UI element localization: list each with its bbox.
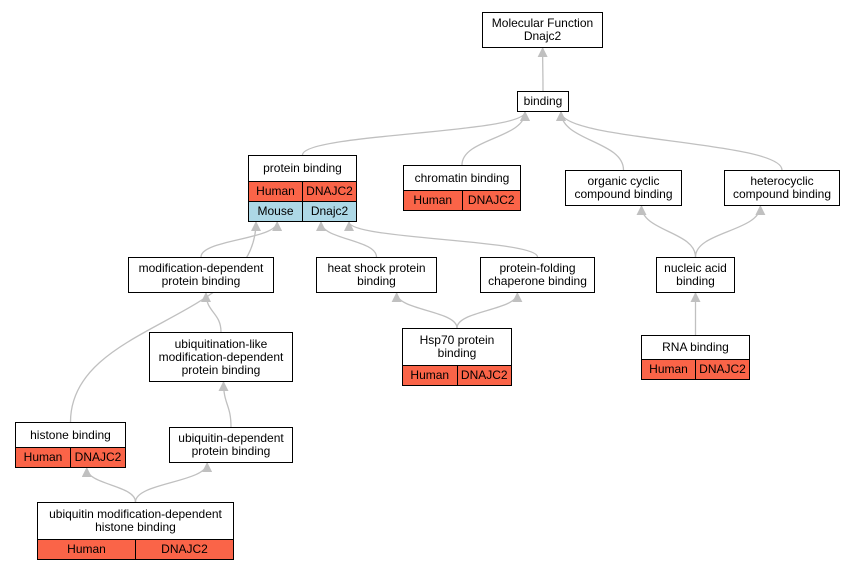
annotation-row-human: Human DNAJC2 [403,365,511,385]
edge-ub_histone-to-ub_dependent [134,462,213,503]
node-hsp70-protein-binding[interactable]: Hsp70 protein binding Human DNAJC2 [402,328,512,386]
species-cell: Human [23,450,63,464]
edge-ub_dependent-to-ubl_mod [218,381,232,428]
node-ubiquitin-dependent-protein-binding[interactable]: ubiquitin-dependent protein binding [169,427,293,463]
edge-ubl_mod-to-mod_dependent [201,292,222,333]
species-cell: Mouse [257,204,294,218]
node-title: heterocyclic compound binding [732,174,832,201]
node-title: organic cyclic compound binding [574,174,673,201]
node-chromatin-binding[interactable]: chromatin binding Human DNAJC2 [403,165,521,211]
node-title: ubiquitin-dependent protein binding [178,431,284,458]
annotation-row-human: Human DNAJC2 [404,190,520,210]
node-binding[interactable]: binding [517,91,569,112]
node-heterocyclic-compound-binding[interactable]: heterocyclic compound binding [724,170,840,206]
gene-cell: DNAJC2 [695,360,749,379]
node-ubiquitin-modification-dependent-histone-binding[interactable]: ubiquitin modification-dependent histone… [37,502,234,560]
node-ubiquitination-like-modification-dependent-protein-binding[interactable]: ubiquitination-like modification-depende… [149,332,293,382]
node-protein-folding-chaperone-binding[interactable]: protein-folding chaperone binding [480,257,595,293]
edge-protein_binding-to-binding [301,111,530,156]
edge-heat_shock-to-protein_binding [316,221,378,258]
node-rna-binding[interactable]: RNA binding Human DNAJC2 [641,335,750,380]
node-title: histone binding [30,427,111,442]
node-title: protein binding [263,161,342,175]
edge-ub_histone-to-histone_binding [81,467,137,503]
node-title: ubiquitination-like modification-depende… [158,336,284,377]
edge-chromatin_binding-to-binding [461,111,530,166]
node-title: nucleic acid binding [664,261,727,288]
edge-hsp70-to-heat_shock [391,292,458,329]
node-title: chromatin binding [414,170,510,185]
node-title: ubiquitin modification-dependent histone… [49,507,222,534]
gene-cell: DNAJC2 [456,366,512,385]
gene-cell: DNAJC2 [461,191,521,210]
edge-hsp70-to-chaperone [456,292,523,329]
edge-heterocyclic-to-binding [556,111,783,171]
gene-cell: DNAJC2 [70,448,125,467]
node-title: heat shock protein binding [327,261,426,288]
node-molecular-function[interactable]: Molecular Function Dnajc2 [482,12,603,48]
node-title: modification-dependent protein binding [138,261,264,288]
node-title: Molecular Function Dnajc2 [491,16,594,43]
edge-organic_cyclic-to-binding [556,111,625,171]
edge-nucleic_acid-to-organic_cyclic [636,205,697,258]
annotation-row-human: Human DNAJC2 [16,447,125,467]
species-cell: Human [649,362,688,376]
node-title: protein-folding chaperone binding [488,261,587,288]
gene-cell: DNAJC2 [135,540,233,559]
annotation-row-human: Human DNAJC2 [642,359,749,379]
node-title: RNA binding [662,340,729,354]
edge-mod_dependent-to-protein_binding [200,221,283,258]
node-heat-shock-protein-binding[interactable]: heat shock protein binding [316,257,437,293]
node-histone-binding[interactable]: histone binding Human DNAJC2 [15,422,126,468]
species-cell: Human [67,542,106,556]
node-protein-binding[interactable]: protein binding Human DNAJC2 Mouse Dnajc… [248,155,357,222]
gene-cell: Dnajc2 [302,202,356,221]
annotation-row-human: Human DNAJC2 [249,181,356,201]
node-modification-dependent-protein-binding[interactable]: modification-dependent protein binding [128,257,274,293]
node-organic-cyclic-compound-binding[interactable]: organic cyclic compound binding [565,170,682,206]
edge-histone_binding-to-protein_binding [69,221,261,423]
edge-nucleic_acid-to-heterocyclic [694,205,766,258]
node-title: Hsp70 protein binding [419,333,495,360]
node-nucleic-acid-binding[interactable]: nucleic acid binding [656,257,735,293]
species-cell: Human [256,184,295,198]
node-title: binding [523,94,563,108]
annotation-row-human: Human DNAJC2 [38,539,233,559]
gene-cell: DNAJC2 [302,182,356,201]
species-cell: Human [410,368,450,382]
species-cell: Human [413,193,453,207]
edge-chaperone-to-protein_binding [344,221,539,258]
annotation-row-mouse: Mouse Dnajc2 [249,201,356,221]
